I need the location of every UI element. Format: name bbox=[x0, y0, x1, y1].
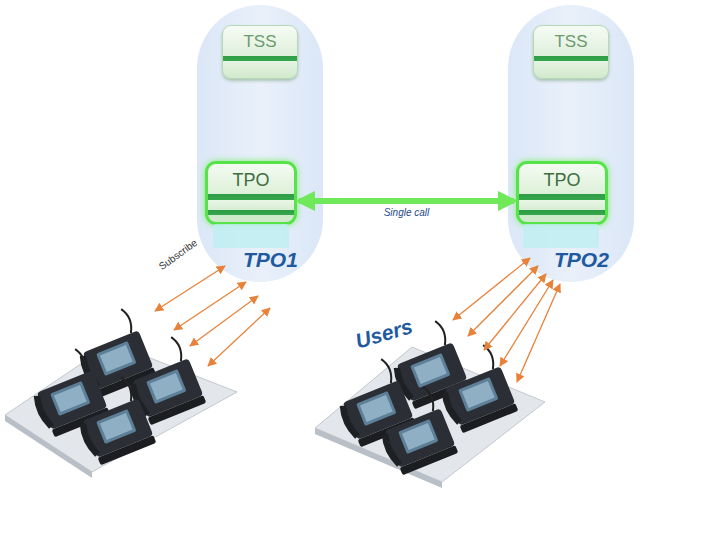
subscribe-arrow bbox=[208, 308, 270, 366]
desk-platform bbox=[315, 347, 545, 482]
desk-platform bbox=[5, 343, 237, 472]
tpo-box: TPO bbox=[516, 161, 608, 225]
node-label: TSS bbox=[534, 32, 608, 52]
tss-box: TSS bbox=[222, 25, 298, 79]
node-label: TPO bbox=[519, 170, 605, 191]
connector-label: Single call bbox=[384, 207, 430, 218]
desk-phone bbox=[67, 306, 156, 400]
desk-phone bbox=[117, 334, 206, 428]
device-base bbox=[523, 224, 599, 248]
server-band: TPO2 TSS TPO bbox=[508, 5, 634, 282]
subscribe-arrow bbox=[190, 296, 258, 346]
subscribe-arrow bbox=[155, 266, 225, 311]
server-band: TPO1 TSS TPO bbox=[197, 5, 323, 282]
platform-edge bbox=[315, 428, 442, 488]
subscribe-arrow bbox=[484, 274, 546, 350]
desk-phone bbox=[381, 318, 470, 412]
platform-edge bbox=[5, 415, 92, 478]
group-label: Users bbox=[353, 314, 416, 353]
node-label: TSS bbox=[223, 32, 297, 52]
node-label: TPO bbox=[208, 170, 294, 191]
subscribe-arrow bbox=[517, 284, 560, 382]
subscribe-arrow bbox=[453, 258, 530, 320]
node-label: TPO1 bbox=[243, 248, 298, 272]
subscribe-arrow bbox=[174, 282, 246, 330]
desk-phone bbox=[429, 342, 518, 436]
desk-phone bbox=[327, 356, 416, 450]
subscribe-arrow bbox=[500, 280, 553, 366]
device-base bbox=[213, 224, 289, 248]
tss-box: TSS bbox=[533, 25, 609, 79]
tpo-box: TPO bbox=[205, 161, 297, 225]
node-label: TPO2 bbox=[554, 248, 609, 272]
desk-phone bbox=[369, 384, 458, 478]
call-connector bbox=[299, 198, 514, 204]
desk-phone bbox=[21, 346, 110, 440]
arrow-label: Subscribe bbox=[157, 237, 199, 272]
desk-phone bbox=[67, 374, 156, 468]
subscribe-arrow bbox=[468, 266, 538, 336]
